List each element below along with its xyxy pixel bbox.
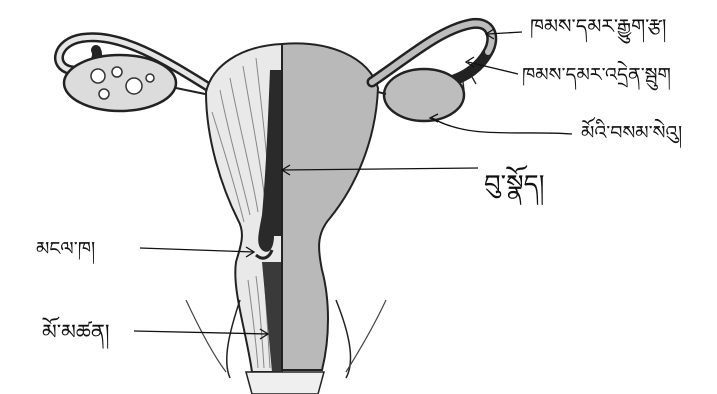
uterus-left-half — [206, 44, 282, 372]
label-uterus: བུ་སྣོད། — [484, 172, 545, 198]
label-tube-fimbria: ཁམས་དམར་འདྲེན་སྦུག — [522, 66, 671, 85]
label-vagina: མོ་མཚན། — [42, 322, 110, 343]
uterus-right-half — [282, 43, 378, 370]
label-tube-ampulla: ཁམས་དམར་རྒྱུག་རྩ། — [530, 16, 666, 36]
left-ovary — [64, 55, 205, 111]
label-cervix: མངལ་ཁ། — [36, 240, 95, 259]
right-ovary — [378, 69, 464, 121]
label-ovary: མོའི་བསམ་སེའུ། — [581, 124, 682, 143]
